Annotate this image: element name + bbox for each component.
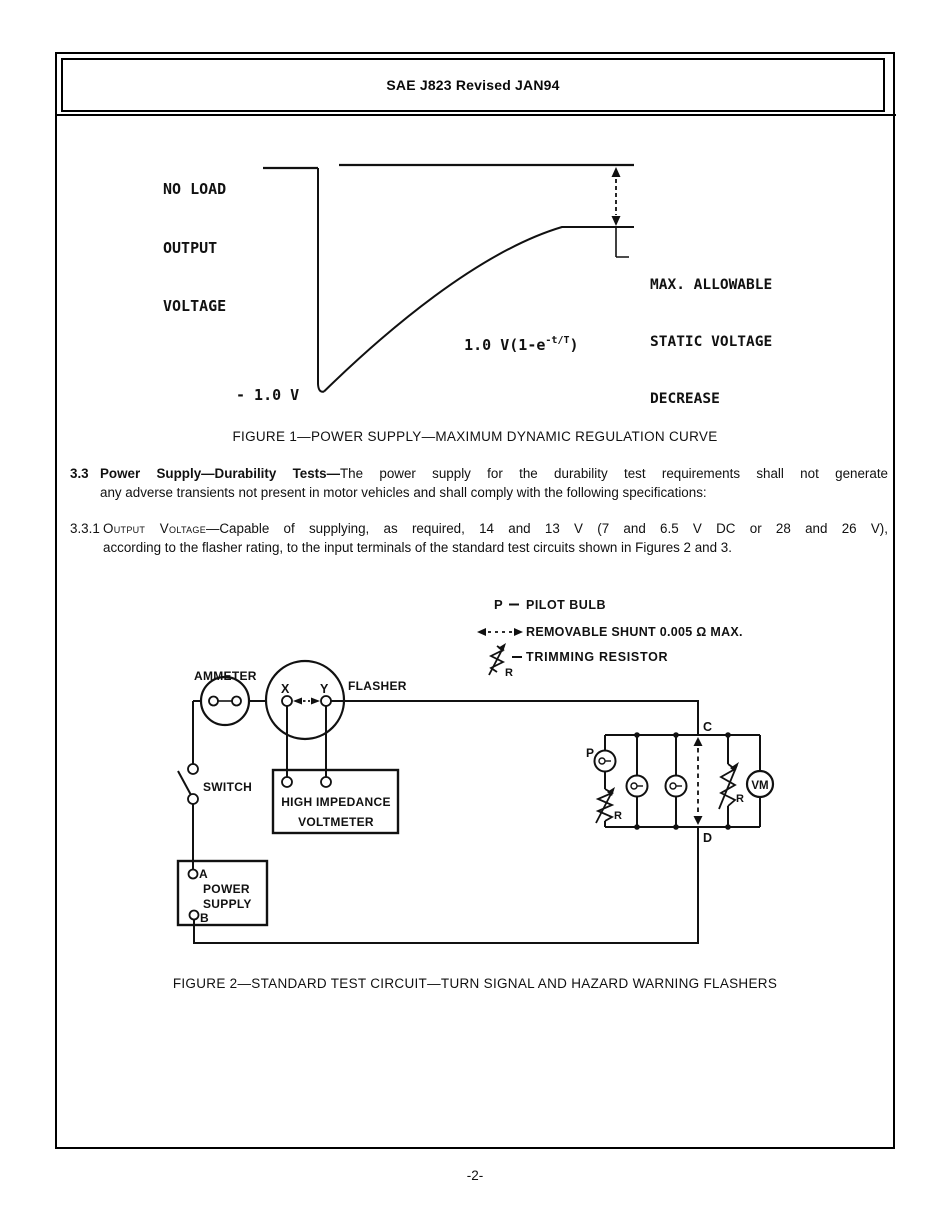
junction-dots — [634, 732, 731, 830]
legend-removable-shunt: REMOVABLE SHUNT 0.005 Ω MAX. — [477, 625, 743, 639]
section-text-line: Power Supply—Durability Tests—The power … — [100, 466, 888, 481]
resistor-r-label: R — [505, 667, 513, 679]
header-divider — [55, 114, 896, 116]
terminal-y-label: Y — [320, 682, 329, 696]
figure1-caption: FIGURE 1—POWER SUPPLY—MAXIMUM DYNAMIC RE… — [232, 429, 718, 444]
flasher-label: FLASHER — [348, 679, 407, 693]
max-allowable-decrease-label: MAX. ALLOWABLE STATIC VOLTAGE DECREASE — [650, 277, 773, 407]
pilot-bulb-branch: P R — [586, 746, 622, 824]
flasher-symbol: X Y FLASHER — [264, 659, 407, 741]
terminal-a-label: A — [199, 867, 208, 881]
section-number: 3.3.1 — [70, 521, 100, 536]
ammeter-symbol: AMMETER — [194, 669, 257, 727]
trimming-resistor-branch: R — [718, 762, 744, 810]
page-frame — [55, 52, 895, 1149]
voltage-dip-curve — [317, 168, 634, 393]
section-3-3-1: 3.3.1 Output Voltage—Capable of supplyin… — [70, 519, 888, 557]
terminal-d-label: D — [703, 831, 712, 845]
curve-equation-label: 1.0 V(1-e-t/T) — [464, 334, 579, 354]
switch-label: SWITCH — [203, 780, 252, 794]
figure2-caption: FIGURE 2—STANDARD TEST CIRCUIT—TURN SIGN… — [172, 976, 778, 991]
load-bank-rails — [604, 734, 761, 828]
section-text-line: according to the flasher rating, to the … — [103, 540, 732, 555]
resistor-r2-label: R — [736, 793, 744, 805]
voltmeter-box: HIGH IMPEDANCE VOLTMETER — [271, 768, 400, 835]
figure2-circuit: P PILOT BULB REMOVABLE SHUNT 0.005 Ω MAX… — [176, 597, 775, 944]
section-text-line: Output Voltage—Capable of supplying, as … — [103, 521, 888, 536]
voltmeter-label-line1: HIGH IMPEDANCE — [281, 795, 391, 809]
vm-meter: VM — [745, 769, 775, 799]
terminal-c-label: C — [703, 720, 712, 734]
no-load-output-voltage-label: NO LOAD OUTPUT VOLTAGE — [163, 180, 227, 315]
legend-pilot-bulb: P PILOT BULB — [494, 597, 606, 612]
figure1-graph — [263, 163, 634, 393]
circuit-wires — [192, 700, 699, 944]
power-supply-label-line1: POWER — [203, 882, 250, 896]
resistor-text: TRIMMING RESISTOR — [526, 650, 668, 664]
min-voltage-label: - 1.0 V — [236, 386, 300, 404]
pilot-p-label: P — [586, 746, 594, 760]
removable-shunt-cd: C D — [693, 720, 712, 845]
voltmeter-label-line2: VOLTMETER — [298, 815, 374, 829]
header-box: SAE J823 Revised JAN94 — [61, 58, 885, 112]
section-3-3: 3.3 Power Supply—Durability Tests—The po… — [70, 464, 888, 502]
section-number: 3.3 — [70, 466, 89, 481]
section-text-line: any adverse transients not present in mo… — [100, 485, 707, 500]
terminal-b-label: B — [200, 911, 209, 925]
page-number: -2- — [466, 1168, 484, 1183]
resistor-r1-label: R — [614, 810, 622, 822]
switch-symbol: SWITCH — [177, 763, 252, 805]
pilot-symbol: P — [494, 597, 503, 612]
no-load-voltage-line — [263, 163, 634, 170]
page-title: SAE J823 Revised JAN94 — [386, 77, 560, 93]
shunt-text: REMOVABLE SHUNT 0.005 Ω MAX. — [526, 625, 743, 639]
power-supply-box: A POWER SUPPLY B — [176, 859, 269, 927]
ammeter-label: AMMETER — [194, 669, 257, 683]
pilot-text: PILOT BULB — [526, 598, 606, 612]
legend-trimming-resistor: R TRIMMING RESISTOR — [488, 643, 668, 679]
power-supply-label-line2: SUPPLY — [203, 897, 252, 911]
vm-label: VM — [751, 780, 768, 792]
static-decrease-arrow — [611, 167, 629, 258]
terminal-x-label: X — [281, 682, 290, 696]
test-bulb-2 — [664, 774, 688, 798]
test-bulb-1 — [625, 774, 649, 798]
